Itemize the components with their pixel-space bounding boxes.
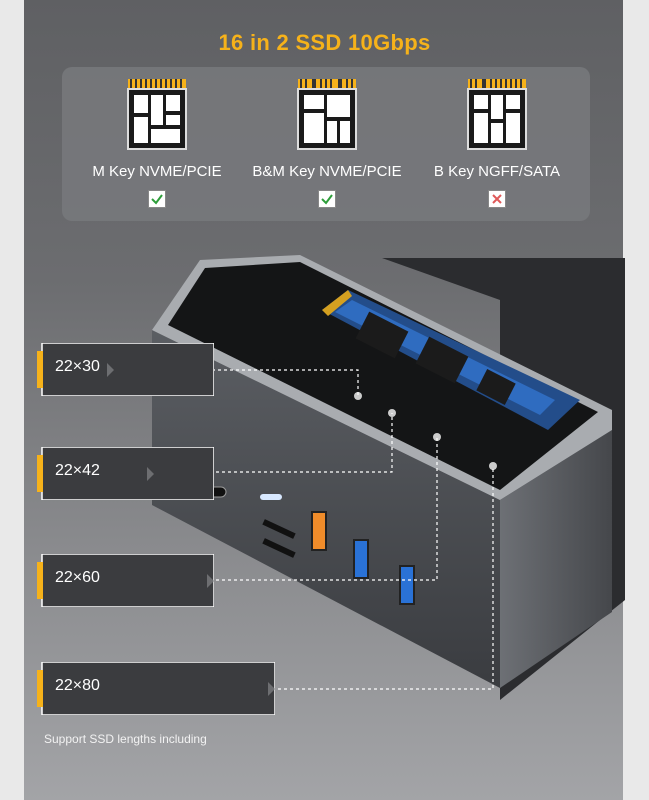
- key-option-b: B Key NGFF/SATA: [407, 79, 587, 208]
- size-tag-22x30: 22×30: [37, 342, 215, 397]
- cross-icon: [488, 190, 506, 208]
- check-icon: [148, 190, 166, 208]
- left-margin: [0, 0, 24, 800]
- screw-hole: [489, 462, 497, 470]
- size-label: 22×80: [55, 677, 100, 694]
- device-side: [500, 430, 612, 688]
- usb-a-port-blue: [353, 539, 369, 579]
- key-label-b: B Key NGFF/SATA: [433, 163, 561, 180]
- size-tag-22x60: 22×60: [37, 553, 215, 608]
- usb-a-port-blue: [399, 565, 415, 605]
- sd-card-slot: [262, 519, 296, 539]
- size-label: 22×42: [55, 462, 100, 479]
- size-tag-22x42: 22×42: [37, 446, 215, 501]
- power-led: [260, 494, 282, 500]
- key-compatibility-panel: M Key NVME/PCIE B&M Key NVME/PCIE: [62, 67, 590, 221]
- size-label: 22×30: [55, 358, 100, 375]
- size-tag-22x80: 22×80: [37, 661, 276, 716]
- page-title: 16 in 2 SSD 10Gbps: [218, 30, 431, 55]
- right-margin: [623, 0, 649, 800]
- size-label: 22×60: [55, 569, 100, 586]
- key-option-m: M Key NVME/PCIE: [67, 79, 247, 208]
- usb-a-port-orange: [311, 511, 327, 551]
- key-option-bm: B&M Key NVME/PCIE: [237, 79, 417, 208]
- key-label-bm: B&M Key NVME/PCIE: [252, 163, 402, 180]
- ssd-card: [322, 290, 580, 430]
- device-top-recess: [168, 262, 598, 490]
- ssd-connector-icon: [127, 79, 187, 150]
- ssd-connector-icon: [297, 79, 357, 150]
- screw-hole: [354, 392, 362, 400]
- footer-note: Support SSD lengths including: [44, 732, 207, 746]
- screw-hole: [433, 433, 441, 441]
- tf-card-slot: [262, 538, 296, 558]
- leader-lines: [110, 369, 494, 690]
- check-icon: [318, 190, 336, 208]
- ssd-connector-icon: [467, 79, 527, 150]
- key-label-m: M Key NVME/PCIE: [92, 163, 222, 180]
